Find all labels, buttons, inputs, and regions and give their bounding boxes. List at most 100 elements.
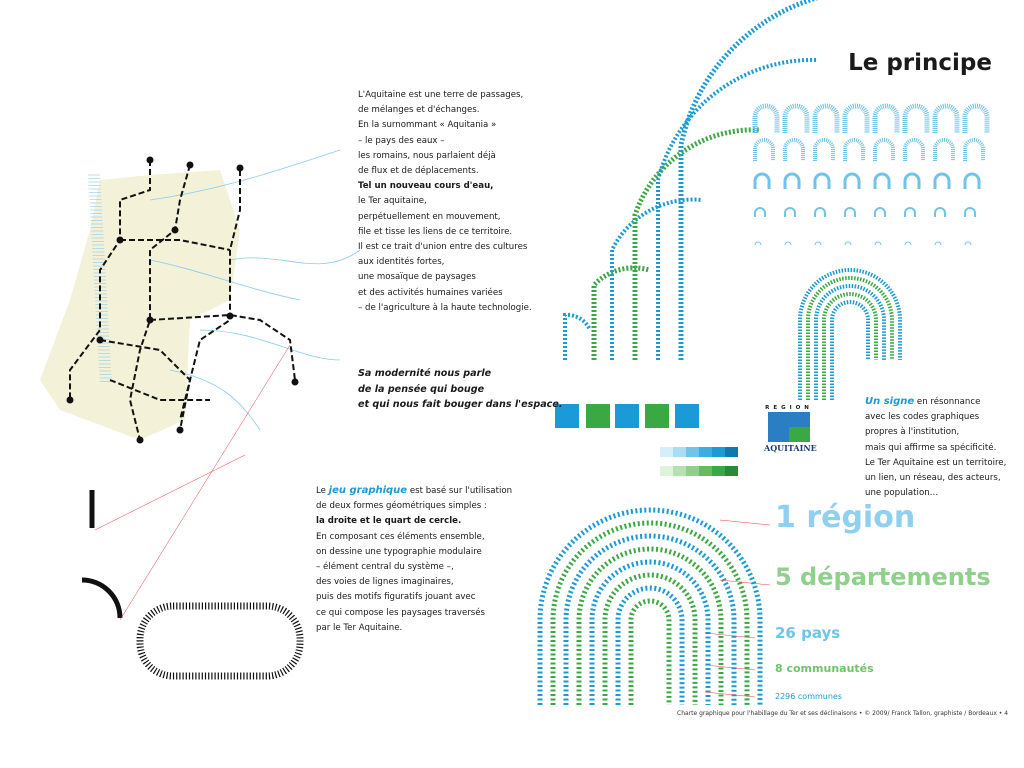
stat-pays: 26 pays [775, 624, 841, 642]
pointer-line [704, 691, 756, 698]
line: de la pensée qui bouge [358, 383, 485, 395]
modular-letter [842, 103, 870, 133]
line: perpétuellement en mouvement, [358, 211, 501, 222]
line: avec les codes graphiques [865, 412, 980, 423]
map-territory [40, 170, 240, 440]
modular-letter [904, 241, 912, 246]
color-swatch [555, 404, 579, 428]
concentric-arc [563, 533, 737, 705]
blue-gradient [660, 447, 673, 457]
pointer-line [719, 579, 771, 586]
station-dot [171, 226, 179, 234]
station-dot [136, 436, 144, 444]
river [229, 249, 361, 265]
line: des voies de lignes imaginaires, [316, 577, 454, 588]
station-dot [236, 164, 244, 172]
signe-text: Un signe en résonnance avec les codes gr… [865, 394, 1006, 501]
stat-communes: 2296 communes [775, 692, 843, 701]
modular-letter [874, 207, 886, 217]
line: un lien, un réseau, des acteurs, [865, 473, 1001, 484]
footer-credit: Charte graphique pour l'habillage du Ter… [677, 710, 1009, 717]
accent: Un signe [865, 396, 915, 407]
green-gradient [660, 466, 673, 476]
river [199, 329, 341, 361]
blue-gradient [725, 447, 738, 457]
modular-letter [934, 241, 942, 246]
arc-stroke [610, 197, 703, 360]
jeu-text: Le jeu graphique est basé sur l'utilisat… [316, 483, 512, 636]
quarter-circle-shape [81, 577, 123, 619]
blue-gradient [712, 447, 725, 457]
w: est basé sur l'utilisation [409, 486, 513, 496]
concentric-arc [537, 507, 763, 705]
rail-line [120, 239, 231, 251]
green-gradient [673, 466, 686, 476]
modular-letter [873, 172, 891, 189]
line: et des activités humaines variées [358, 287, 503, 298]
modular-letter [812, 103, 840, 133]
line: Le Ter Aquitaine est un territoire, [865, 457, 1007, 468]
station-dot [116, 236, 124, 244]
modular-letter [872, 103, 900, 133]
modular-letter [783, 138, 805, 161]
line: la droite et le quart de cercle. [316, 516, 462, 527]
color-swatch [615, 404, 639, 428]
line: une population… [865, 488, 939, 499]
rail-line [99, 339, 192, 431]
line: – le pays des eaux – [358, 135, 445, 146]
modular-letter [813, 138, 835, 161]
line: L'Aquitaine est une terre de passages, [358, 90, 524, 100]
modular-letter [843, 138, 865, 161]
intro-text: L'Aquitaine est une terre de passages,de… [358, 88, 532, 316]
line: puis des motifs figuratifs jouant avec [316, 592, 476, 603]
green-gradient [699, 466, 712, 476]
modular-letter [814, 241, 822, 246]
arc-stroke [591, 265, 650, 360]
w: en résonnance [916, 397, 981, 407]
line: une mosaïque de paysages [358, 272, 476, 283]
logo-top: REGION [765, 405, 813, 411]
green-gradient [712, 466, 725, 476]
modular-letter [963, 138, 985, 161]
modular-letter [934, 207, 946, 217]
modular-letter [813, 172, 831, 189]
spiral-arc [830, 300, 870, 400]
pointer-line [704, 664, 756, 671]
station-dot [146, 316, 154, 324]
concentric-arc [615, 585, 685, 705]
arc-stroke [632, 127, 761, 360]
guide-line [119, 344, 291, 621]
rail-line [69, 160, 151, 400]
modular-letter [843, 172, 861, 189]
modular-letter [753, 172, 771, 189]
green-gradient [686, 466, 699, 476]
spiral-arc [822, 292, 878, 400]
line: le Ter aquitaine, [358, 196, 427, 207]
color-swatch [645, 404, 669, 428]
color-swatch [675, 404, 699, 428]
modular-letter [752, 103, 780, 133]
arc-stroke [656, 57, 819, 360]
river [149, 149, 341, 201]
page-title: Le principe [848, 50, 992, 76]
region-logo: REGION AQUITAINE [764, 405, 817, 453]
guide-line [94, 454, 246, 531]
modular-letter [933, 138, 955, 161]
blue-gradient [699, 447, 712, 457]
logo-bottom: AQUITAINE [764, 443, 817, 453]
modular-letter [783, 172, 801, 189]
modular-letter [933, 172, 951, 189]
blue-gradient [686, 447, 699, 457]
line: Il est ce trait d'union entre des cultur… [358, 242, 528, 253]
dashed-loop [136, 602, 304, 680]
rail-line [179, 170, 241, 421]
line: on dessine une typographie modulaire [316, 546, 482, 557]
line: par le Ter Aquitaine. [316, 622, 403, 633]
modular-letter [754, 241, 762, 246]
concentric-arc [589, 559, 711, 705]
line: aux identités fortes, [358, 257, 445, 268]
spiral-arc [806, 276, 894, 400]
